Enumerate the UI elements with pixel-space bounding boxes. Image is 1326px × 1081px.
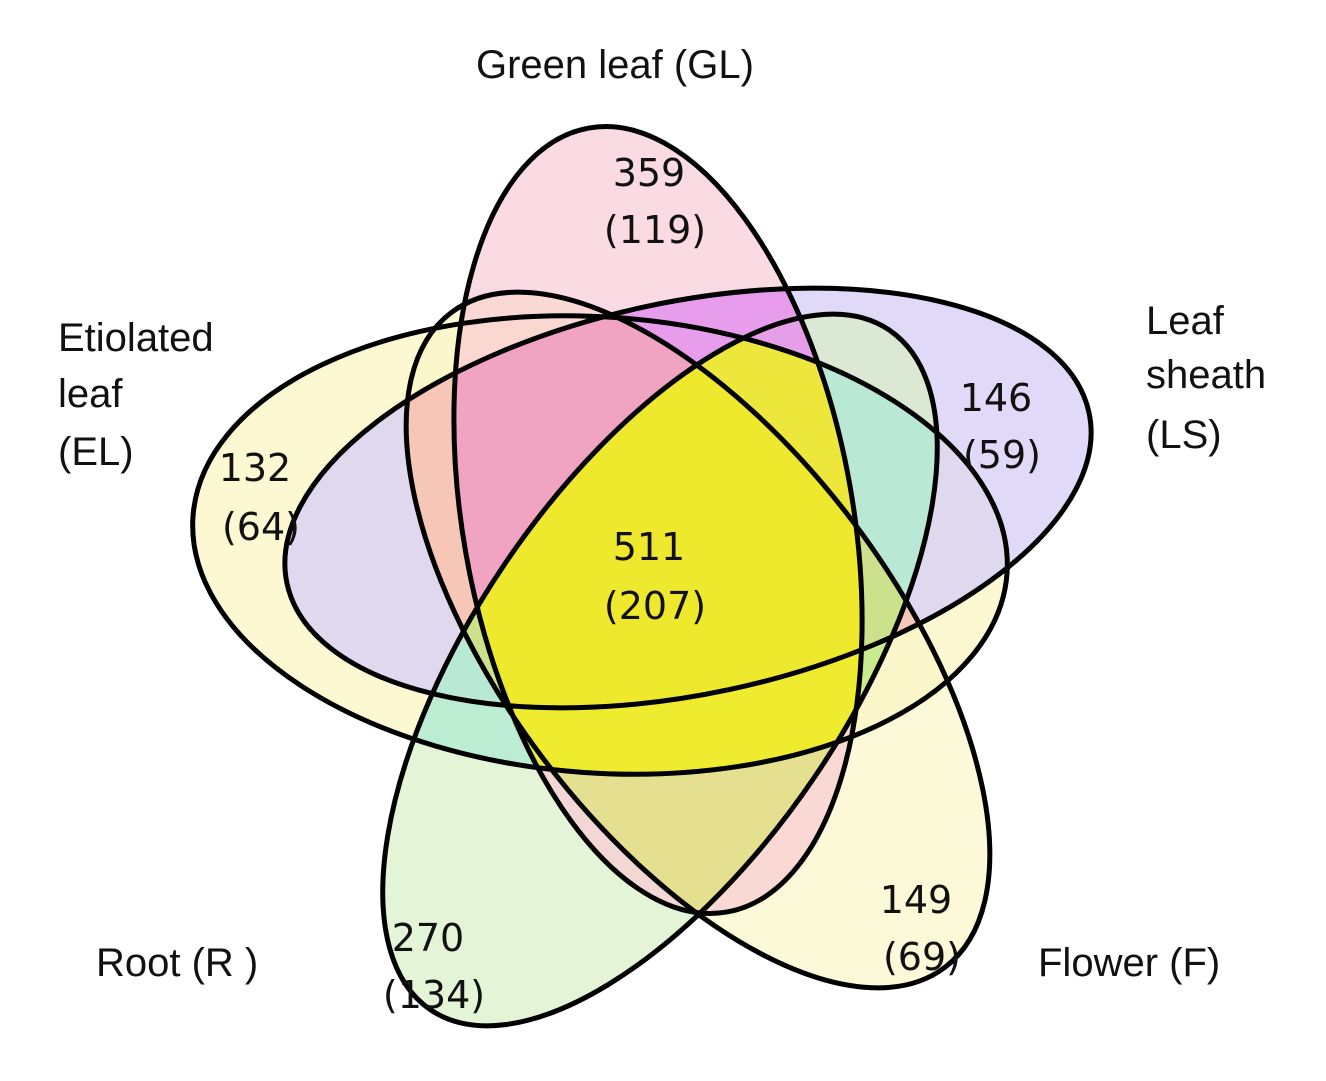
region-el-only: 132 (64) — [219, 446, 304, 549]
region-el-only-count: 132 — [219, 446, 292, 490]
region-all-five-count: 511 — [613, 525, 686, 569]
region-gl-only-count: 359 — [613, 151, 686, 195]
region-gl-only: 359 (119) — [604, 151, 706, 252]
region-r-only-count: 270 — [392, 916, 465, 960]
region-ls-only: 146 (59) — [960, 376, 1045, 477]
label-etiolated-leaf: Etiolated leaf (EL) — [58, 316, 225, 474]
region-all-five: 511 (207) — [604, 525, 706, 628]
outline-green-leaf — [451, 124, 865, 916]
region-all-five-sub: (207) — [604, 584, 706, 628]
region-el-only-sub: (64) — [222, 505, 300, 549]
label-green-leaf: Green leaf (GL) — [476, 43, 754, 87]
label-leaf-sheath-line-2: sheath — [1146, 353, 1266, 397]
label-flower: Flower (F) — [1038, 941, 1220, 985]
label-etiolated-leaf-line-2: leaf — [58, 372, 123, 416]
region-gl-only-sub: (119) — [604, 208, 706, 252]
outline-root — [380, 311, 940, 1029]
label-etiolated-leaf-line-3: (EL) — [58, 430, 134, 474]
region-ls-only-sub: (59) — [963, 433, 1041, 477]
region-ls-only-count: 146 — [960, 376, 1033, 420]
region-f-only: 149 (69) — [880, 878, 965, 979]
label-root: Root (R ) — [96, 941, 258, 985]
set-outlines — [190, 124, 1094, 1029]
label-leaf-sheath-line-1: Leaf — [1146, 299, 1225, 343]
outline-leaf-sheath — [282, 285, 1094, 711]
region-f-only-sub: (69) — [883, 935, 961, 979]
label-leaf-sheath: Leaf sheath (LS) — [1146, 299, 1277, 457]
region-r-only: 270 (134) — [383, 916, 485, 1017]
label-etiolated-leaf-line-1: Etiolated — [58, 316, 214, 360]
region-f-only-count: 149 — [880, 878, 953, 922]
label-leaf-sheath-line-3: (LS) — [1146, 413, 1222, 457]
region-r-only-sub: (134) — [383, 973, 485, 1017]
